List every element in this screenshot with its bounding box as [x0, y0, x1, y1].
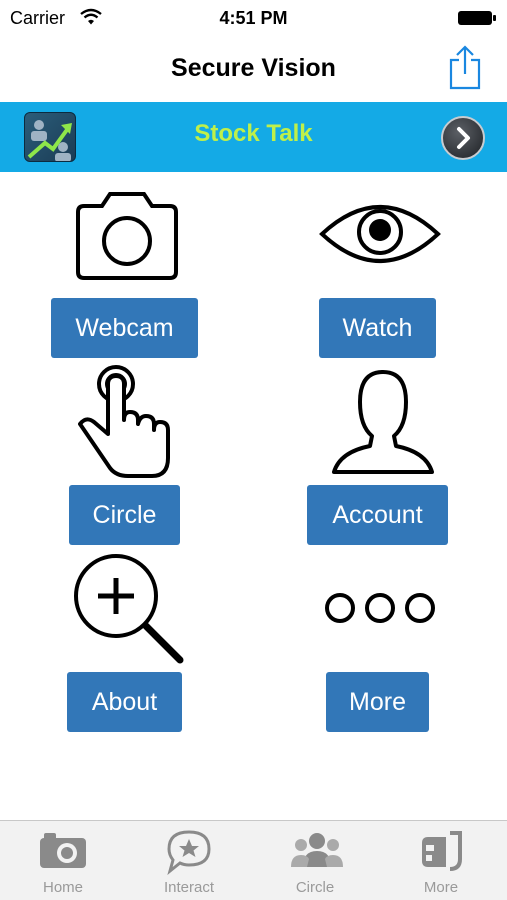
- group-icon: [291, 833, 343, 867]
- status-time: 4:51 PM: [219, 8, 288, 28]
- share-icon: [449, 45, 481, 90]
- tab-interact-label: Interact: [163, 879, 215, 896]
- account-button[interactable]: Account: [307, 485, 448, 545]
- wifi-icon: [80, 8, 102, 25]
- nav-bar: Secure Vision: [0, 38, 507, 102]
- tab-circle-label: Circle: [295, 879, 335, 896]
- webcam-button[interactable]: Webcam: [51, 298, 198, 358]
- circle-button[interactable]: Circle: [69, 485, 180, 545]
- watch-button[interactable]: Watch: [319, 298, 436, 358]
- about-button[interactable]: About: [67, 672, 182, 732]
- tab-home[interactable]: Home: [0, 821, 126, 900]
- carrier-label: Carrier: [10, 8, 66, 28]
- more-button[interactable]: More: [326, 672, 429, 732]
- banner-next-button[interactable]: [441, 116, 485, 160]
- eye-icon[interactable]: [318, 198, 442, 270]
- share-button[interactable]: [447, 44, 483, 90]
- camera-icon: [40, 833, 86, 868]
- tab-interact[interactable]: Interact: [126, 821, 252, 900]
- tab-home-label: Home: [42, 879, 83, 896]
- camera-icon[interactable]: [72, 186, 182, 282]
- tab-more[interactable]: More: [378, 821, 504, 900]
- page-title: Secure Vision: [171, 54, 336, 82]
- banner-title: Stock Talk: [194, 120, 313, 147]
- magnifier-plus-icon[interactable]: [70, 552, 186, 666]
- chevron-right-icon: [457, 127, 470, 149]
- battery-icon: [458, 11, 496, 25]
- stock-talk-banner[interactable]: Stock Talk: [0, 102, 507, 172]
- chat-star-icon: [167, 830, 211, 875]
- three-dots-icon[interactable]: [322, 590, 438, 626]
- tab-more-label: More: [423, 879, 459, 896]
- stock-talk-logo-icon: [24, 112, 76, 162]
- tab-circle[interactable]: Circle: [252, 821, 378, 900]
- status-bar: Carrier 4:51 PM: [0, 0, 507, 38]
- user-icon[interactable]: [330, 366, 436, 476]
- more-icon: [422, 831, 462, 871]
- tab-bar: Home Interact Circle More: [0, 820, 507, 900]
- hand-pointer-icon[interactable]: [74, 364, 174, 480]
